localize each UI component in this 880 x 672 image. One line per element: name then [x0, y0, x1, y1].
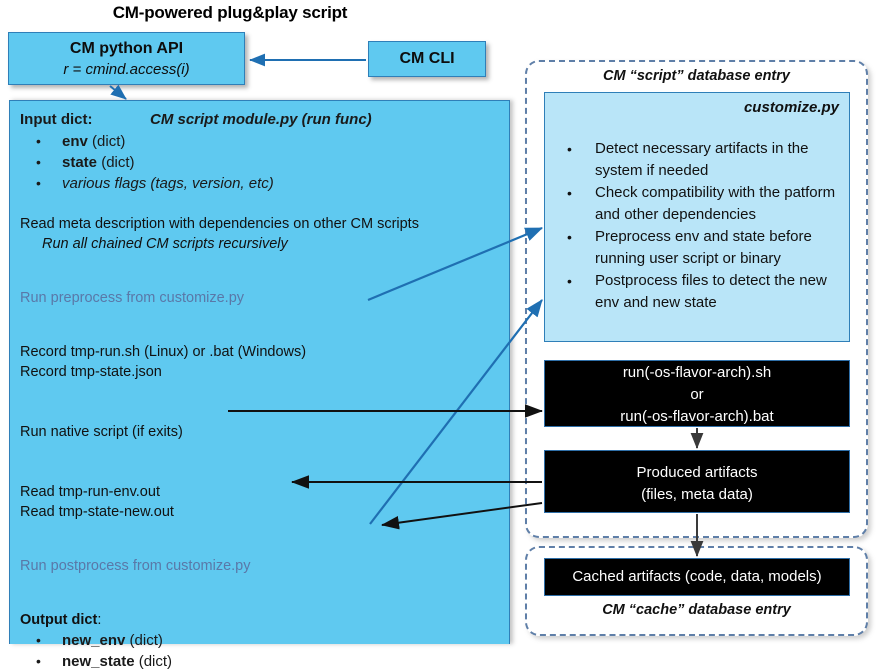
produced-artifacts-line2: (files, meta data) [641, 486, 753, 503]
line-read-tmp-run-env: Read tmp-run-env.out [20, 484, 160, 500]
bullet-type: (dict) [134, 653, 173, 670]
page-title: CM-powered plug&play script [112, 3, 348, 22]
run-script-line-bat: run(-os-flavor-arch).bat [620, 408, 774, 425]
spacer [20, 308, 499, 328]
produced-artifacts-box[interactable]: Produced artifacts (files, meta data) [544, 450, 850, 513]
cm-script-database-entry-title: CM “script” database entry [603, 68, 790, 84]
cm-python-api-box[interactable]: CM python API r = cmind.access(i) [8, 32, 245, 85]
spacer [20, 576, 499, 596]
spacer [20, 596, 499, 610]
output-dict-header: Output dict: [20, 610, 499, 630]
cm-script-module-label: CM script module.py (run func) [150, 111, 372, 128]
spacer [20, 542, 499, 556]
produced-artifacts-line1: Produced artifacts [636, 464, 758, 481]
list-item: various flags (tags, version, etc) [20, 173, 499, 194]
run-script-line-or: or [690, 386, 704, 403]
line-record-tmp-run: Record tmp-run.sh (Linux) or .bat (Windo… [20, 344, 307, 360]
run-os-flavor-arch-box[interactable]: run(-os-flavor-arch).sh or run(-os-flavo… [544, 360, 850, 427]
line-run-chained: Run all chained CM scripts recursively [42, 236, 288, 252]
bullet-type: (dict) [97, 154, 135, 171]
customize-py-box[interactable]: customize.py Detect necessary artifacts … [544, 92, 850, 342]
list-item: env (dict) [20, 131, 499, 152]
list-item: Preprocess env and state before running … [551, 226, 839, 270]
arrow-api-to-panel [109, 84, 127, 100]
bullet-key: state [62, 154, 98, 171]
line-run-postprocess: Run postprocess from customize.py [20, 558, 251, 574]
spacer [20, 522, 499, 542]
bullet-key: new_state [62, 653, 135, 670]
spacer [20, 328, 499, 342]
bullet-type: (dict) [87, 133, 126, 150]
spacer [20, 194, 499, 214]
spacer [20, 274, 499, 288]
list-item: new_state (dict) [20, 651, 499, 672]
list-item: new_env (dict) [20, 630, 499, 651]
line-read-tmp-state-new: Read tmp-state-new.out [20, 504, 174, 520]
customize-py-title: customize.py [743, 99, 839, 116]
list-item: state (dict) [20, 152, 499, 173]
customize-py-bullet-list: Detect necessary artifacts in the system… [551, 138, 839, 314]
panel-header: Input dict: CM script module.py (run fun… [20, 109, 499, 130]
spacer [20, 402, 499, 422]
line-read-meta: Read meta description with dependencies … [20, 216, 419, 232]
spacer [20, 442, 499, 462]
list-item: Detect necessary artifacts in the system… [551, 138, 839, 182]
run-script-line-sh: run(-os-flavor-arch).sh [622, 364, 772, 381]
spacer [20, 462, 499, 482]
line-run-preprocess: Run preprocess from customize.py [20, 290, 245, 306]
cm-cli-box[interactable]: CM CLI [368, 41, 486, 77]
cm-python-api-subtitle: r = cmind.access(i) [63, 61, 190, 78]
cached-artifacts-box[interactable]: Cached artifacts (code, data, models) [544, 558, 850, 596]
diagram-canvas: CM-powered plug&play script CM python AP… [0, 0, 880, 644]
output-dict-bullet-list: new_env (dict) new_state (dict) [20, 630, 499, 672]
list-item: Postprocess files to detect the new env … [551, 270, 839, 314]
bullet-type: (dict) [125, 632, 163, 649]
output-dict-colon: : [97, 612, 102, 628]
input-dict-label: Input dict: [20, 111, 93, 128]
cm-script-module-panel: Input dict: CM script module.py (run fun… [9, 100, 510, 672]
bullet-key: env [62, 133, 88, 150]
line-run-native-script: Run native script (if exits) [20, 424, 183, 440]
line-record-tmp-state: Record tmp-state.json [20, 364, 162, 380]
bullet-key: new_env [62, 632, 126, 649]
spacer [20, 254, 499, 274]
spacer [20, 382, 499, 402]
list-item: Check compatibility with the patform and… [551, 182, 839, 226]
cm-cache-database-entry-title: CM “cache” database entry [602, 602, 791, 618]
cm-python-api-title: CM python API [69, 40, 184, 57]
output-dict-label: Output dict [20, 612, 98, 628]
input-dict-bullet-list: env (dict) state (dict) various flags (t… [20, 131, 499, 194]
bullet-flags: various flags (tags, version, etc) [62, 175, 274, 192]
